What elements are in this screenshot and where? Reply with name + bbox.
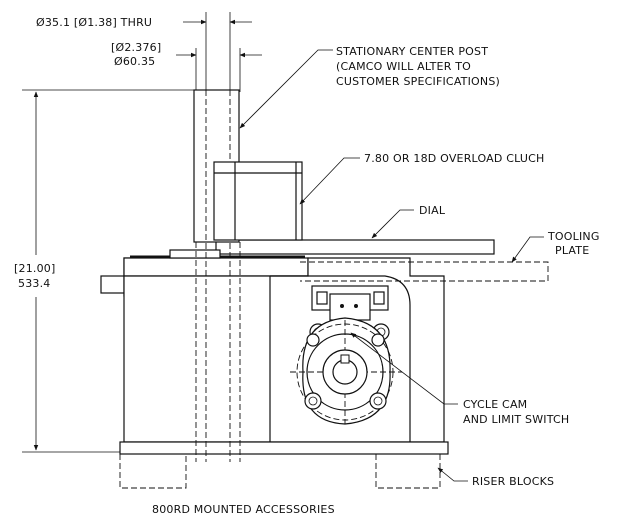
center-post-callout-line3: CUSTOMER SPECIFICATIONS): [336, 75, 500, 88]
post-diameter-dimension: [Ø2.376] Ø60.35: [111, 41, 262, 92]
thru-bore-label: Ø35.1 [Ø1.38] THRU: [36, 16, 152, 29]
overload-clutch: [213, 161, 303, 241]
height-in-label: [21.00]: [14, 262, 55, 275]
clutch-callout: 7.80 OR 18D OVERLOAD CLUCH: [364, 152, 545, 165]
cycle-cam-callout-line2: AND LIMIT SWITCH: [463, 413, 569, 426]
tooling-plate-callout-line1: TOOLING: [547, 230, 600, 243]
drawing-caption: 800RD MOUNTED ACCESSORIES: [152, 503, 335, 516]
thru-bore-dimension: Ø35.1 [Ø1.38] THRU: [36, 12, 252, 92]
dial-callout: DIAL: [419, 204, 446, 217]
riser-blocks: [119, 454, 441, 489]
leader-lines: [239, 49, 544, 482]
post-diameter-mm-label: Ø60.35: [114, 55, 155, 68]
height-mm-label: 533.4: [18, 277, 51, 290]
indexer-housing: [100, 255, 449, 455]
dial-plate: [215, 239, 495, 255]
cycle-cam-callout-line1: CYCLE CAM: [463, 398, 527, 411]
post-diameter-in-label: [Ø2.376]: [111, 41, 161, 54]
center-post-callout-line2: (CAMCO WILL ALTER TO: [336, 60, 471, 73]
center-post-callout-line1: STATIONARY CENTER POST: [336, 45, 488, 58]
tooling-plate-callout-line2: PLATE: [555, 244, 589, 257]
height-dimension: [21.00] 533.4: [14, 89, 196, 453]
cycle-cam-assembly: [290, 285, 402, 425]
tooling-plate: [300, 261, 549, 282]
riser-blocks-callout: RISER BLOCKS: [472, 475, 554, 488]
